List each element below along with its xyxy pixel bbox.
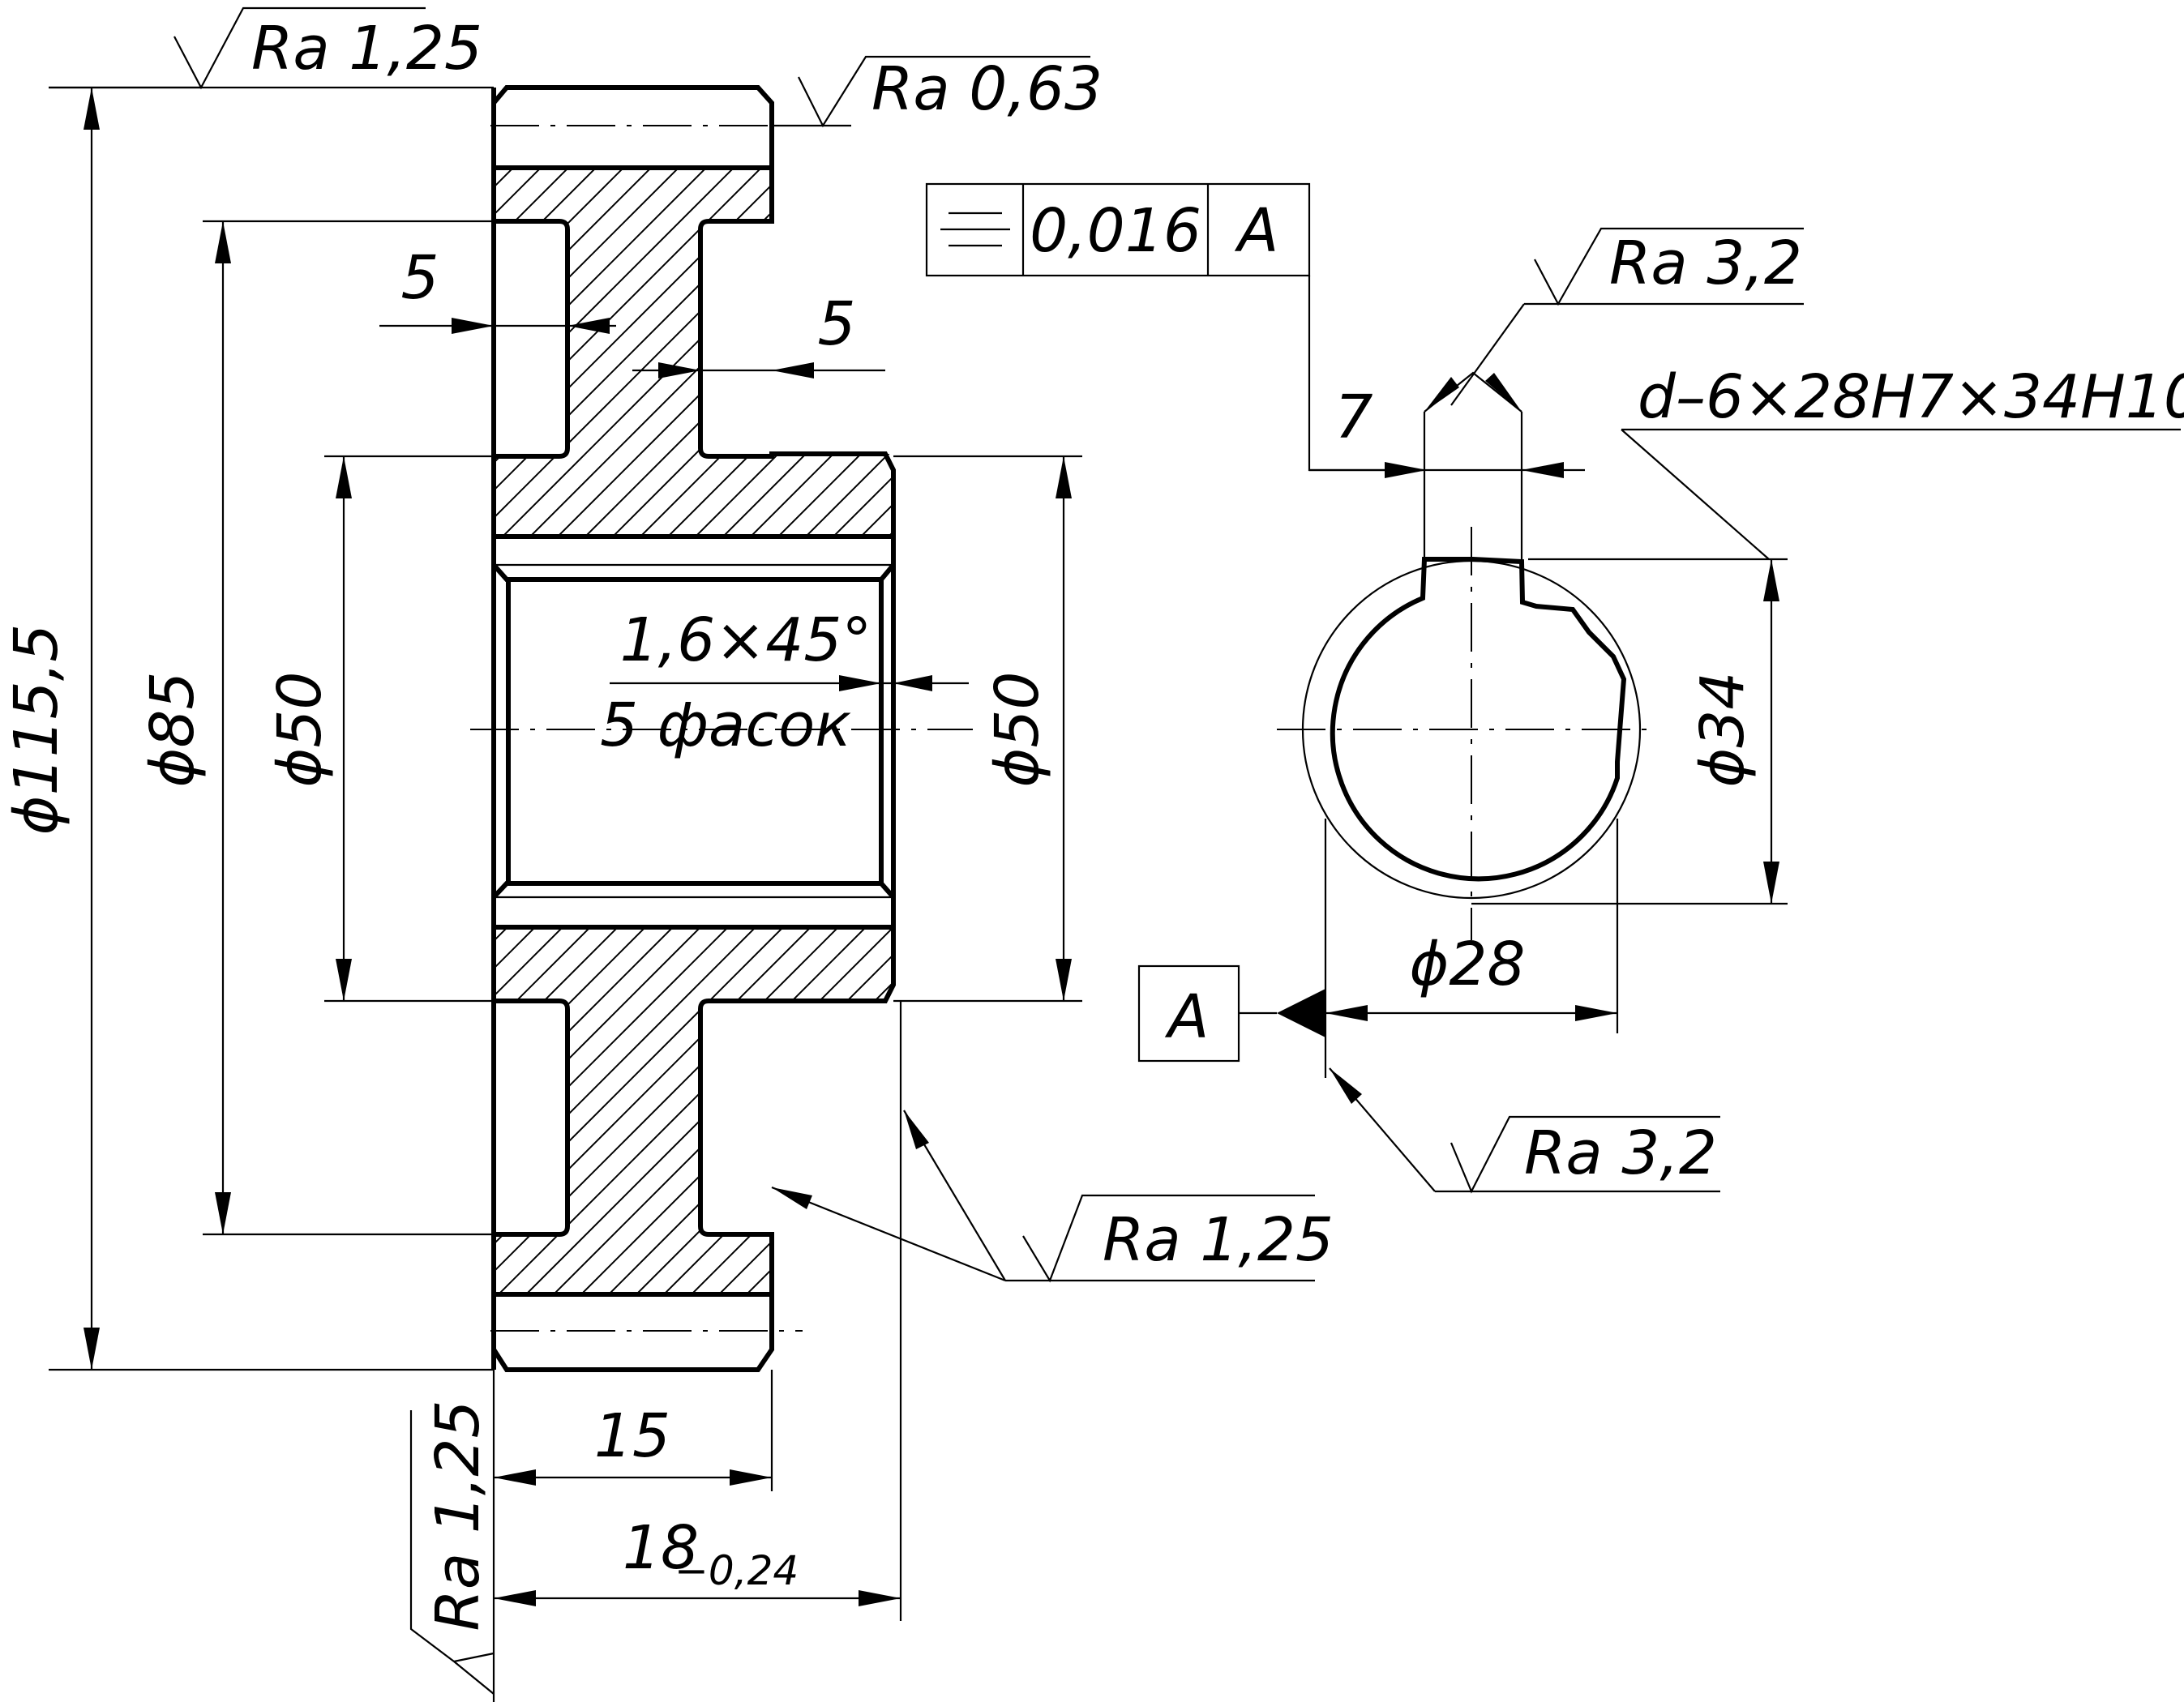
chamfer-size: 1,6×45° [620, 605, 872, 675]
hatch-line [83, 924, 456, 1297]
hatch-line [771, 927, 893, 1294]
tolerance-value: 0,016 [1030, 196, 1201, 266]
hatch-line [1351, 162, 1732, 543]
hatch-line [661, 927, 893, 1294]
hatch-line [0, 162, 381, 543]
hatch-line [523, 927, 893, 1294]
hatch-line [494, 927, 787, 1294]
hatch-line [606, 168, 893, 537]
hatch-line [110, 162, 491, 543]
datum-label: A [1165, 982, 1210, 1052]
rim-bottom-outline [491, 1294, 774, 1372]
hatch-line [494, 927, 760, 1294]
roughness-bore-bottom: Ra 3,2 [1524, 1118, 1717, 1188]
hatch-line [1295, 162, 1677, 543]
hatch-line [110, 924, 483, 1297]
bore-outline [491, 534, 896, 930]
spline-designation: d–6×28H7×34H10×7H9 [1638, 362, 2184, 432]
dim-d85: ϕ85 [138, 672, 208, 788]
hatch-line [55, 924, 428, 1297]
hatch-line [494, 168, 657, 537]
hatch-line [0, 924, 373, 1297]
dim-width-main: 18 [623, 1513, 699, 1583]
hatch-line [494, 927, 815, 1294]
section-hatching-bottom [0, 924, 1724, 1297]
hatch-line [1378, 162, 1759, 543]
hatch-line [716, 168, 893, 537]
dim-d50-left: ϕ50 [265, 672, 335, 788]
hatch-line [1240, 162, 1621, 543]
hatch-line [633, 927, 893, 1294]
hatch-line [494, 927, 732, 1294]
hatch-line [494, 927, 567, 1294]
dim-d28: ϕ28 [1410, 930, 1526, 999]
web-outline-top [491, 168, 896, 537]
hatch-line [1433, 162, 1814, 543]
roughness-symbols-section: Ra 1,25 Ra 0,63 Ra 1,25 Ra 1,25 [49, 6, 1334, 1695]
spline-end-view: 7 Ra 3,2 d–6×28H7×34H10×7H9 ϕ34 ϕ28 A [1137, 227, 2184, 1194]
hatch-line [743, 168, 893, 537]
hatch-line [494, 927, 704, 1294]
section-dimensions: ϕ115,5 ϕ85 ϕ50 ϕ50 5 5 15 18 −0,24 1,6×4… [2, 86, 1082, 1702]
hatch-line [55, 162, 436, 543]
roughness-hub-faces: Ra 1,25 [1103, 1205, 1334, 1275]
hatch-line [1158, 162, 1539, 543]
web-outline-bottom [491, 927, 896, 1294]
chamfer-count: 5 фасок [600, 691, 851, 760]
hatch-line [83, 162, 464, 543]
hatch-line [494, 927, 622, 1294]
dim-key-width: 7 [1334, 383, 1372, 452]
hatch-line [826, 168, 893, 537]
dim-d50-right: ϕ50 [983, 672, 1052, 788]
hatch-line [494, 927, 539, 1294]
dim-slot-left: 5 [400, 243, 439, 313]
tolerance-datum: A [1235, 196, 1279, 266]
spline-profile [1330, 557, 1627, 882]
hatch-line [1351, 924, 1724, 1297]
dim-outer-diameter: ϕ115,5 [2, 624, 71, 836]
hatch-line [495, 927, 870, 1294]
hatch-line [494, 927, 594, 1294]
dim-width-tolerance: −0,24 [674, 1547, 799, 1594]
hatch-line [1406, 162, 1787, 543]
roughness-spline: Ra 3,2 [1609, 229, 1802, 298]
roughness-left-face: Ra 1,25 [423, 1400, 493, 1631]
symmetry-icon [940, 212, 1010, 247]
hatch-line [1268, 162, 1649, 543]
datum-triangle [1277, 989, 1325, 1037]
hatch-line [28, 162, 409, 543]
hatch-line [494, 927, 842, 1294]
hatch-line [606, 927, 893, 1294]
tolerance-frame: 0,016 A [925, 182, 1427, 478]
hatch-line [771, 168, 893, 537]
hatch-line [1323, 162, 1704, 543]
hatch-line [494, 927, 649, 1294]
hatch-line [688, 927, 893, 1294]
dim-rim-width: 15 [594, 1401, 670, 1471]
hatch-line [494, 168, 685, 537]
rim-top-outline [491, 85, 774, 168]
hatch-line [494, 927, 677, 1294]
hatch-line [494, 927, 512, 1294]
hatch-line [494, 168, 630, 537]
section-hatching-top [0, 162, 1814, 543]
roughness-top-left: Ra 1,25 [251, 14, 482, 83]
dim-d34: ϕ34 [1688, 672, 1758, 788]
hatch-line [799, 168, 893, 537]
hatch-line [550, 927, 893, 1294]
hatch-line [494, 168, 520, 537]
roughness-top-right: Ra 0,63 [871, 54, 1103, 124]
dim-slot-right: 5 [817, 289, 855, 359]
